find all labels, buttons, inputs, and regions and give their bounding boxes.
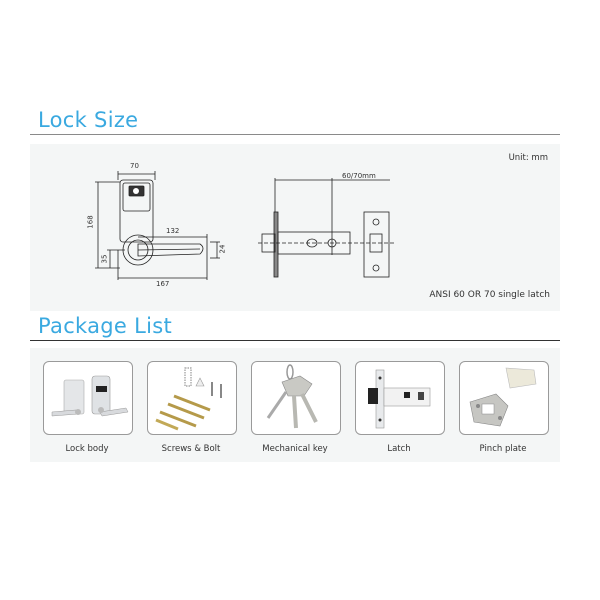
latch-note: ANSI 60 OR 70 single latch — [429, 290, 550, 300]
dim-167: 167 — [156, 280, 170, 288]
screws-bolt-image — [155, 367, 222, 431]
latch-image — [368, 369, 431, 429]
package-list-divider — [30, 340, 560, 341]
dim-24: 24 — [218, 244, 227, 254]
dim-backset: 60/70mm — [342, 172, 376, 180]
caption-pinch-plate: Pinch plate — [479, 444, 527, 454]
package-item-mechanical-key — [251, 361, 341, 435]
dim-70: 70 — [130, 162, 139, 170]
caption-latch: Latch — [387, 444, 411, 454]
caption-mechanical-key: Mechanical key — [262, 444, 328, 454]
caption-screws-bolt: Screws & Bolt — [161, 444, 221, 454]
latch-drawing: 60/70mm — [250, 160, 420, 290]
dim-168: 168 — [86, 215, 95, 229]
dim-132: 132 — [166, 227, 180, 235]
package-list-title: Package List — [38, 314, 173, 338]
lock-size-divider — [30, 134, 560, 135]
pinch-plate-image — [469, 367, 537, 427]
mechanical-key-image — [266, 364, 318, 429]
package-item-screws-bolt — [147, 361, 237, 435]
package-item-lock-body — [43, 361, 133, 435]
lock-body-image — [51, 375, 129, 417]
dim-35: 35 — [100, 254, 109, 264]
unit-label: Unit: mm — [508, 153, 548, 163]
package-item-pinch-plate — [459, 361, 549, 435]
package-item-latch — [355, 361, 445, 435]
caption-lock-body: Lock body — [65, 444, 109, 454]
lock-size-title: Lock Size — [38, 108, 139, 132]
lock-body-drawing: 70 168 132 24 35 167 — [80, 160, 240, 290]
